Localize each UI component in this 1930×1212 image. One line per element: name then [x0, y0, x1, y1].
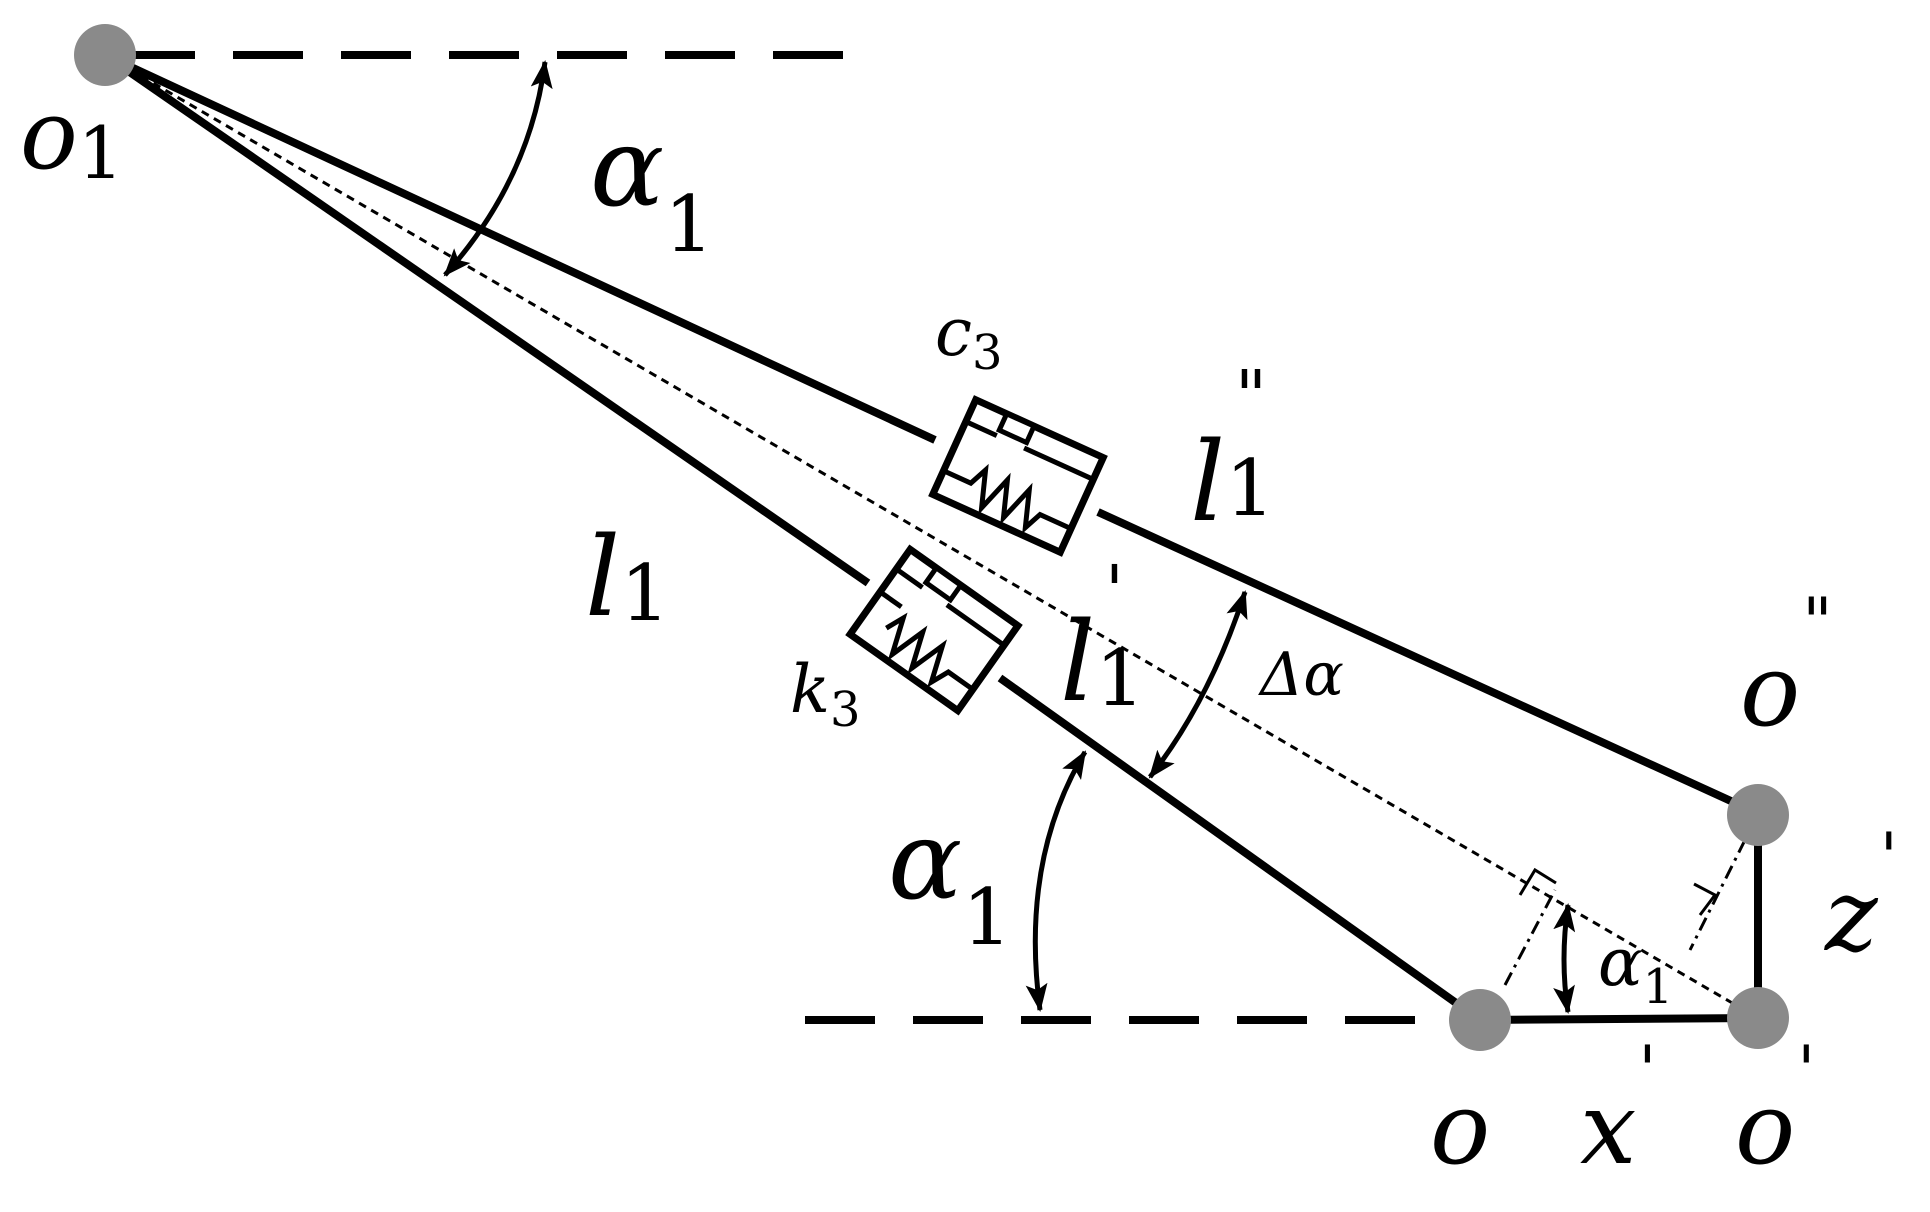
label-z-prime: z'	[1824, 819, 1898, 974]
label-x-prime: x'	[1580, 1032, 1657, 1187]
label-alpha1-small: α1	[1598, 924, 1673, 1015]
label-l1-dprime: l1"	[1190, 355, 1275, 546]
node-o	[1449, 989, 1511, 1051]
perpendicular-from-o-dprime	[1688, 839, 1747, 951]
label-alpha1-top: α1	[590, 103, 714, 270]
label-alpha1-mid: α1	[888, 796, 1012, 963]
right-angle-marker-1	[1518, 867, 1557, 896]
label-l1: l1	[585, 513, 670, 641]
link-l1-dprime-upper	[103, 51, 937, 444]
node-o-dprime	[1727, 784, 1789, 846]
spring-damper-k3	[845, 544, 1023, 716]
link-l1-lower	[997, 674, 1483, 1024]
node-o-prime	[1727, 987, 1789, 1049]
angle-arc-alpha1-small	[1553, 903, 1576, 1014]
angle-arc-alpha1-top	[443, 60, 553, 277]
label-o-dprime: o"	[1740, 584, 1833, 749]
segment-x-prime	[1479, 1014, 1759, 1024]
label-o-prime: o'	[1735, 1032, 1815, 1187]
angle-arc-alpha1-mid	[1025, 750, 1088, 1012]
label-c3: c3	[935, 294, 1003, 381]
node-o1	[74, 24, 136, 86]
right-angle-marker-2	[1693, 882, 1718, 916]
label-k3: k3	[790, 651, 861, 738]
perpendicular-from-o	[1503, 889, 1557, 986]
spring-damper-c3	[928, 395, 1108, 557]
label-l1-prime: l1'	[1060, 550, 1145, 726]
label-o: o	[1430, 1070, 1490, 1187]
link-l1-dprime-lower	[1096, 508, 1757, 816]
dotted-center-line	[104, 53, 1759, 1020]
angle-arc-delta-alpha	[1148, 590, 1248, 779]
label-delta-alpha: Δα	[1258, 640, 1344, 710]
label-o1: o1	[20, 79, 124, 195]
link-l1-upper	[102, 51, 871, 587]
